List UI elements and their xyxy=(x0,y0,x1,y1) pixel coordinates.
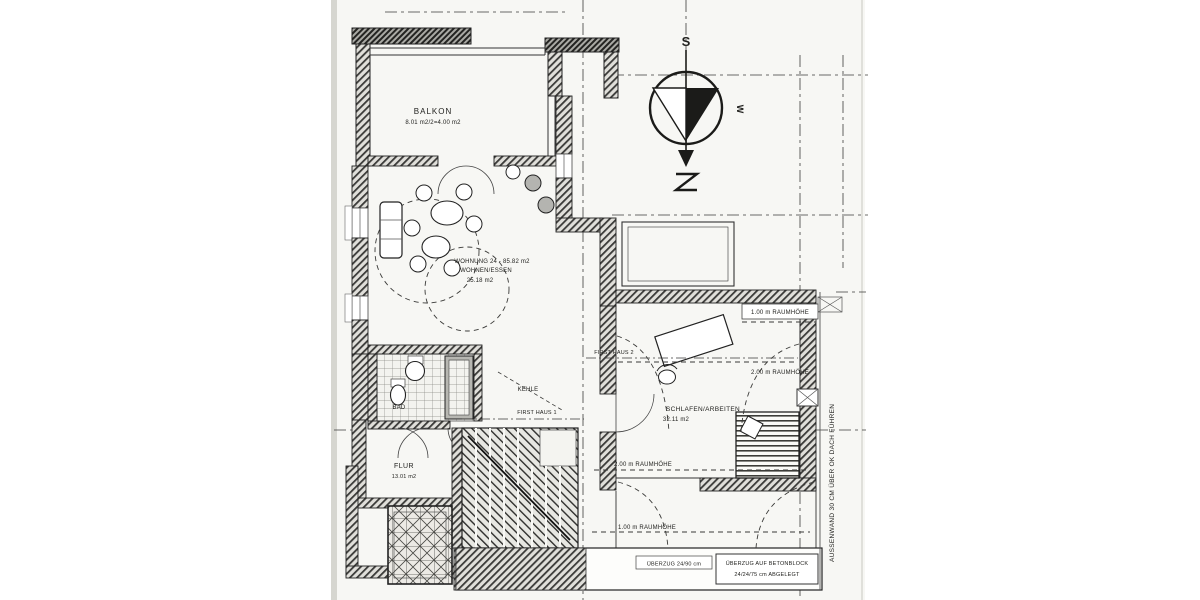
window-sill xyxy=(344,205,353,241)
wohnen-label: WOHNEN/ESSEN xyxy=(460,268,512,274)
toilet xyxy=(389,384,407,406)
north-zigzag-icon xyxy=(672,172,701,192)
right-margin: AUSSENWAND 30 CM ÜBER OK DACH FÜHREN xyxy=(819,292,836,590)
pillow xyxy=(739,415,764,440)
ceiling-height-arc xyxy=(616,335,800,433)
staircase xyxy=(461,427,579,549)
room-bad: BAD xyxy=(367,344,483,455)
lower-block: ÜBERZUG 24/90 cm ÜBERZUG AUF BETONBLOCK … xyxy=(345,461,823,591)
axis-lines xyxy=(334,0,868,600)
raumhoehe-200-mid-label: 2.00 m RAUMHÖHE xyxy=(614,461,672,468)
side-table xyxy=(505,164,521,180)
window-x-marker xyxy=(796,388,819,407)
ceiling-height-arc xyxy=(424,246,510,332)
balkon-area-label: 8.01 m2/2=4.00 m2 xyxy=(405,120,461,126)
desk xyxy=(654,313,734,368)
schlafen-label: SCHLAFEN/ARBEITEN xyxy=(666,406,740,413)
armchair xyxy=(537,196,555,214)
compass-south-label: S xyxy=(682,34,691,49)
schlafen-area-label: 32.11 m2 xyxy=(663,417,690,423)
compass-rose: S W xyxy=(648,34,745,192)
ceiling-height-arc xyxy=(617,481,815,549)
roof-annotations: KEHLE FIRST HAUS 1 FIRST HAUS 2 xyxy=(462,350,798,420)
first-haus-2-label: FIRST HAUS 2 xyxy=(594,350,634,356)
raumhoehe-100-top-label: 1.00 m RAUMHÖHE xyxy=(751,309,809,316)
north-arrow-icon xyxy=(678,150,694,167)
raumhoehe-200-right-label: 2.00 m RAUMHÖHE xyxy=(751,369,809,376)
stair-direction-line xyxy=(467,435,571,541)
bad-label: BAD xyxy=(393,405,406,411)
balcony-door-swing xyxy=(437,165,495,195)
desk-chair xyxy=(658,369,676,385)
round-table xyxy=(421,235,451,259)
chimney-block xyxy=(387,505,453,585)
chair xyxy=(403,219,421,237)
ueberzug-block-label-1: ÜBERZUG AUF BETONBLOCK xyxy=(726,560,809,567)
kehle-label: KEHLE xyxy=(518,387,539,393)
round-table xyxy=(430,200,464,226)
armchair xyxy=(524,174,542,192)
compass-west-label: W xyxy=(735,105,745,114)
room-schlafen: 1.00 m RAUMHÖHE 2.00 m RAUMHÖHE SCHLAFEN… xyxy=(599,289,843,492)
compass-circle xyxy=(648,70,724,146)
ueberzug-label: ÜBERZUG 24/90 cm xyxy=(647,561,701,568)
room-balkon: BALKON 8.01 m2/2=4.00 m2 xyxy=(351,27,620,195)
ceiling-height-line xyxy=(592,469,812,533)
flur-area-label: 13.01 m2 xyxy=(392,474,417,480)
chair xyxy=(443,259,461,277)
wohnen-area-label: 25.18 m2 xyxy=(467,278,494,284)
room-wohnen: WOHNUNG 24 - 85.82 m2 WOHNEN/ESSEN 25.18… xyxy=(344,95,617,421)
balcony-railing xyxy=(369,47,546,56)
ceiling-height-line xyxy=(618,321,816,363)
ueberzug-block-label-2: 24/24/75 cm ABGELEGT xyxy=(734,572,800,578)
sofa xyxy=(379,201,403,259)
terrace-outline xyxy=(621,221,735,287)
bedroom-door-swing xyxy=(615,393,655,433)
chair xyxy=(415,184,433,202)
window-sill xyxy=(344,293,353,323)
aussenwand-note: AUSSENWAND 30 CM ÜBER OK DACH FÜHREN xyxy=(828,404,836,562)
flur-label: FLUR xyxy=(394,463,414,470)
kehle-line xyxy=(497,371,563,411)
balkon-label: BALKON xyxy=(414,107,452,116)
chair xyxy=(465,215,483,233)
wohnung-label: WOHNUNG 24 - 85.82 m2 xyxy=(454,259,530,265)
washbasin xyxy=(404,360,426,382)
first-haus-1-label: FIRST HAUS 1 xyxy=(517,410,557,416)
flur-door-swing xyxy=(397,427,429,459)
x-marker xyxy=(817,296,843,313)
raumhoehe-100-bottom-label: 1.00 m RAUMHÖHE xyxy=(618,524,676,531)
chair xyxy=(409,255,427,273)
chair xyxy=(455,183,473,201)
